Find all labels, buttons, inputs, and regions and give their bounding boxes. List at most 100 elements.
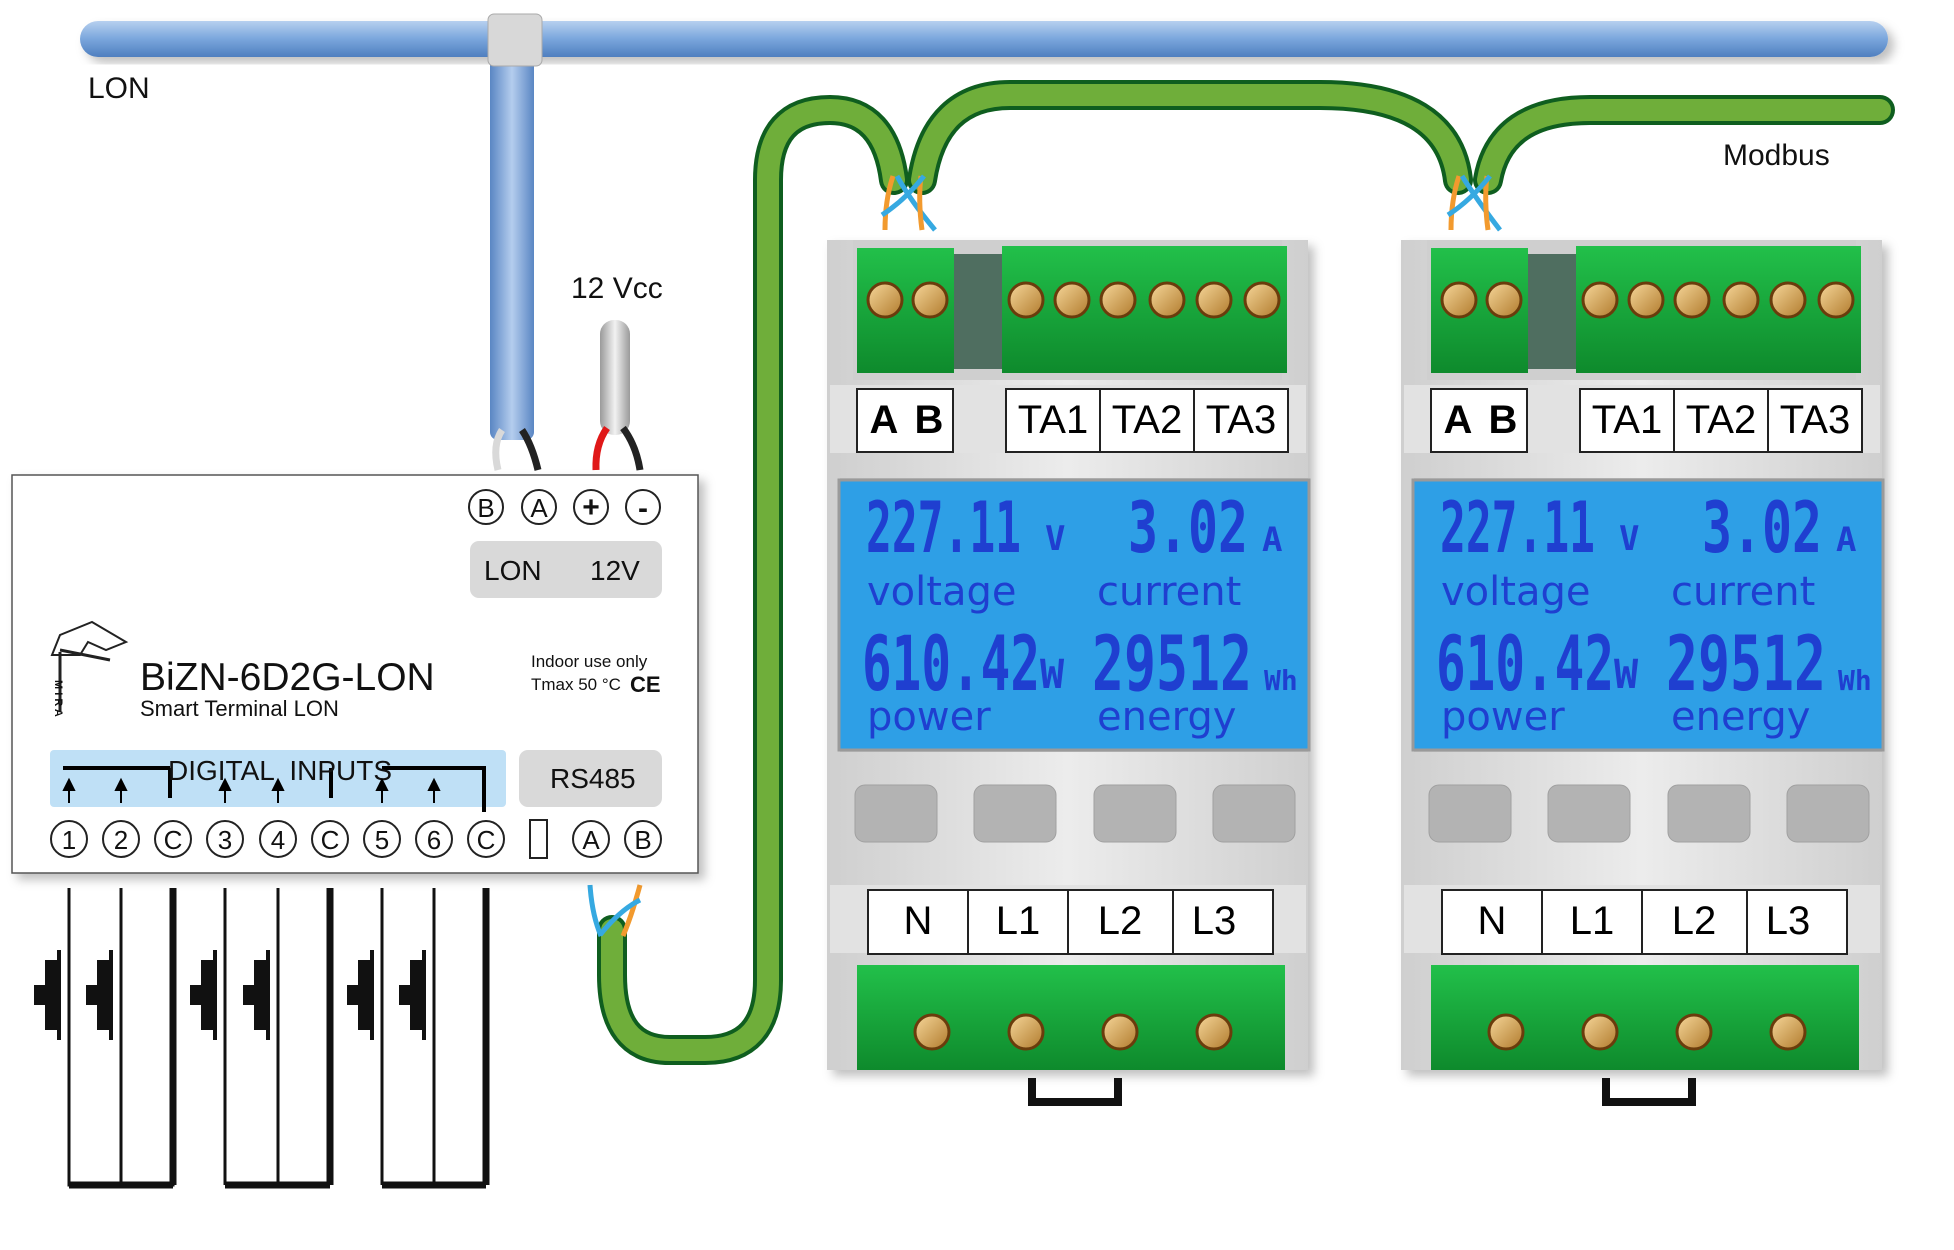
terminal-a-rs485[interactable]: A (572, 820, 610, 858)
power-port-label: 12V (590, 555, 640, 586)
label-l1: L1 (996, 899, 1041, 943)
terminal-common-2[interactable]: C (311, 820, 349, 858)
meter-button-2[interactable] (1547, 784, 1631, 843)
label-n: N (1478, 899, 1507, 943)
lcd-power-label: power (1441, 694, 1565, 740)
top-screws (866, 281, 1281, 319)
label-l2: L2 (1098, 899, 1143, 943)
modbus-cable (597, 80, 1895, 1065)
svg-text:C: C (477, 825, 496, 855)
label-a: A (870, 398, 899, 442)
lcd-power-value: 610.42 (862, 619, 1040, 708)
terminal-input-4[interactable]: 4 (259, 820, 297, 858)
terminal-input-2[interactable]: 2 (102, 820, 140, 858)
lcd-voltage-value: 227.11 (1440, 487, 1595, 569)
modbus-wire-ends-meter-1 (880, 174, 937, 232)
terminal-input-5[interactable]: 5 (363, 820, 401, 858)
lcd-voltage-label: voltage (1441, 569, 1590, 615)
label-ta3: TA3 (1206, 398, 1276, 442)
svg-text:6: 6 (427, 825, 441, 855)
lon-port-label: LON (484, 555, 542, 586)
lcd-current-value: 3.02 (1128, 487, 1248, 569)
label-ta1: TA1 (1592, 398, 1662, 442)
lcd-power-unit: W (1614, 652, 1639, 698)
label-ta1: TA1 (1018, 398, 1088, 442)
supply-cable (592, 320, 644, 471)
input-switches (34, 888, 490, 1189)
model-name: BiZN-6D2G-LON (140, 656, 435, 699)
label-b: B (1489, 398, 1518, 442)
label-l3: L3 (1766, 899, 1811, 943)
lcd-voltage-unit: V (1045, 519, 1065, 559)
lcd-voltage-unit: V (1619, 519, 1639, 559)
terminal-input-6[interactable]: 6 (415, 820, 453, 858)
rs485-label-box (519, 750, 662, 807)
svg-text:A: A (530, 493, 548, 523)
top-terminals: B A + - (468, 489, 661, 525)
lcd-energy-label: energy (1097, 694, 1236, 740)
svg-text:+: + (582, 491, 600, 524)
meter-button-2[interactable] (973, 784, 1057, 843)
lcd-power-unit: W (1040, 652, 1065, 698)
terminal-input-1[interactable]: 1 (50, 820, 88, 858)
meter-button-1[interactable] (854, 784, 938, 843)
logo-letters: M I R A (52, 680, 64, 717)
lcd-energy-unit: Wh (1838, 664, 1872, 697)
lcd-voltage-value: 227.11 (866, 487, 1021, 569)
meter-button-3[interactable] (1667, 784, 1751, 843)
terminal-minus[interactable]: - (625, 489, 661, 525)
lcd-current-unit: A (1836, 520, 1856, 560)
label-ta2: TA2 (1686, 398, 1756, 442)
power-lon-label-box (470, 541, 662, 598)
bottom-screws (1487, 1013, 1807, 1051)
lcd-current-label: current (1671, 569, 1815, 615)
din-clip (1028, 1078, 1122, 1106)
empty-terminal-slot (529, 819, 548, 859)
terminal-a-lon[interactable]: A (521, 489, 557, 525)
top-screws (1440, 281, 1855, 319)
terminal-plus[interactable]: + (573, 489, 609, 525)
svg-text:3: 3 (218, 825, 232, 855)
meter-button-4[interactable] (1212, 784, 1296, 843)
lcd-energy-value: 29512 (1666, 619, 1826, 708)
rs485-label: RS485 (550, 763, 636, 794)
lon-bus-label: LON (88, 72, 150, 105)
ct-terminal-block (1002, 246, 1287, 373)
lcd-energy-value: 29512 (1092, 619, 1252, 708)
terminal-b-lon[interactable]: B (468, 489, 504, 525)
input-arrows (62, 777, 441, 803)
label-l2: L2 (1672, 899, 1717, 943)
lcd-current-unit: A (1262, 520, 1282, 560)
meter-button-1[interactable] (1428, 784, 1512, 843)
svg-text:B: B (477, 493, 494, 523)
terminal-b-rs485[interactable]: B (624, 820, 662, 858)
lon-bus (80, 13, 1888, 471)
svg-text:A: A (582, 825, 600, 855)
lcd-energy-unit: Wh (1264, 664, 1298, 697)
modbus-label: Modbus (1723, 139, 1830, 172)
model-subtitle: Smart Terminal LON (140, 696, 339, 721)
svg-text:-: - (638, 492, 648, 525)
notice-indoor: Indoor use only (531, 652, 648, 671)
label-ta3: TA3 (1780, 398, 1850, 442)
svg-text:5: 5 (375, 825, 389, 855)
terminal-common-1[interactable]: C (154, 820, 192, 858)
terminal-common-3[interactable]: C (467, 820, 505, 858)
terminal-input-3[interactable]: 3 (206, 820, 244, 858)
label-n: N (904, 899, 933, 943)
notice-tmax: Tmax 50 °C (531, 675, 621, 694)
lcd-power-label: power (867, 694, 991, 740)
svg-text:C: C (164, 825, 183, 855)
svg-text:2: 2 (114, 825, 128, 855)
ct-terminal-block (1576, 246, 1861, 373)
svg-text:B: B (634, 825, 651, 855)
label-a: A (1444, 398, 1473, 442)
ce-mark: CE (630, 672, 661, 697)
meter-button-4[interactable] (1786, 784, 1870, 843)
lcd-current-label: current (1097, 569, 1241, 615)
svg-text:4: 4 (271, 825, 285, 855)
meter-button-3[interactable] (1093, 784, 1177, 843)
rs485-wire-ends (587, 884, 643, 937)
lcd-current-value: 3.02 (1702, 487, 1822, 569)
